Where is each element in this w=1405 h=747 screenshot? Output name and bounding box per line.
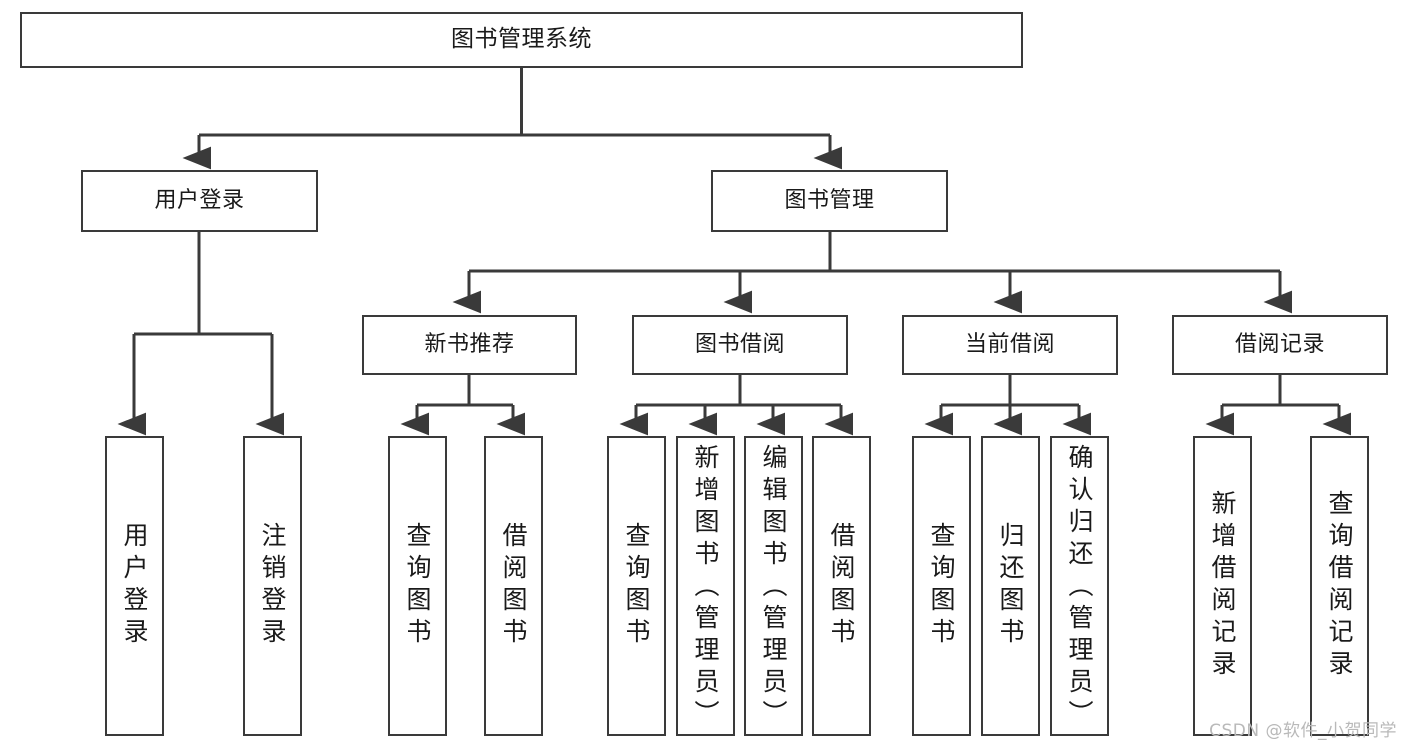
node-book-borrow-label: 图书借阅 bbox=[694, 332, 785, 358]
node-leaf-query-book-3[interactable]: 查询图书 bbox=[912, 436, 971, 736]
node-leaf-borrow-book-2[interactable]: 借阅图书 bbox=[812, 436, 871, 736]
node-leaf-add-record-label: 新增借阅记录 bbox=[1208, 490, 1237, 682]
node-leaf-user-login-label: 用户登录 bbox=[120, 522, 149, 650]
node-borrow-record[interactable]: 借阅记录 bbox=[1172, 315, 1388, 375]
node-leaf-query-book-1[interactable]: 查询图书 bbox=[388, 436, 447, 736]
node-leaf-query-book-2[interactable]: 查询图书 bbox=[607, 436, 666, 736]
node-leaf-borrow-book-1-label: 借阅图书 bbox=[499, 522, 528, 650]
node-leaf-confirm-return[interactable]: 确认归还（管理员） bbox=[1050, 436, 1109, 736]
node-leaf-return-book[interactable]: 归还图书 bbox=[981, 436, 1040, 736]
node-leaf-add-record[interactable]: 新增借阅记录 bbox=[1193, 436, 1252, 736]
node-leaf-edit-book-label: 编辑图书（管理员） bbox=[759, 444, 788, 732]
csdn-watermark: CSDN @软件_小贺同学 bbox=[1209, 721, 1397, 741]
node-root-system-label: 图书管理系统 bbox=[451, 26, 592, 53]
node-leaf-logout[interactable]: 注销登录 bbox=[243, 436, 302, 736]
node-user-login-label: 用户登录 bbox=[154, 188, 245, 214]
node-leaf-query-book-2-label: 查询图书 bbox=[622, 522, 651, 650]
node-leaf-edit-book[interactable]: 编辑图书（管理员） bbox=[744, 436, 803, 736]
node-leaf-user-login[interactable]: 用户登录 bbox=[105, 436, 164, 736]
node-new-book-recommend-label: 新书推荐 bbox=[424, 332, 515, 358]
node-leaf-return-book-label: 归还图书 bbox=[996, 522, 1025, 650]
node-borrow-record-label: 借阅记录 bbox=[1234, 332, 1325, 358]
node-book-manage-label: 图书管理 bbox=[784, 188, 875, 214]
node-leaf-query-record[interactable]: 查询借阅记录 bbox=[1310, 436, 1369, 736]
node-leaf-add-book[interactable]: 新增图书（管理员） bbox=[676, 436, 735, 736]
node-leaf-query-record-label: 查询借阅记录 bbox=[1325, 490, 1354, 682]
node-leaf-borrow-book-1[interactable]: 借阅图书 bbox=[484, 436, 543, 736]
node-leaf-confirm-return-label: 确认归还（管理员） bbox=[1065, 444, 1094, 732]
node-user-login[interactable]: 用户登录 bbox=[81, 170, 318, 232]
node-current-borrow-label: 当前借阅 bbox=[964, 332, 1055, 358]
node-leaf-logout-label: 注销登录 bbox=[258, 522, 287, 650]
node-book-borrow[interactable]: 图书借阅 bbox=[632, 315, 848, 375]
node-leaf-query-book-3-label: 查询图书 bbox=[927, 522, 956, 650]
node-current-borrow[interactable]: 当前借阅 bbox=[902, 315, 1118, 375]
node-leaf-add-book-label: 新增图书（管理员） bbox=[691, 444, 720, 732]
node-book-manage[interactable]: 图书管理 bbox=[711, 170, 948, 232]
node-leaf-borrow-book-2-label: 借阅图书 bbox=[827, 522, 856, 650]
node-leaf-query-book-1-label: 查询图书 bbox=[403, 522, 432, 650]
node-new-book-recommend[interactable]: 新书推荐 bbox=[362, 315, 577, 375]
node-root-system[interactable]: 图书管理系统 bbox=[20, 12, 1023, 68]
